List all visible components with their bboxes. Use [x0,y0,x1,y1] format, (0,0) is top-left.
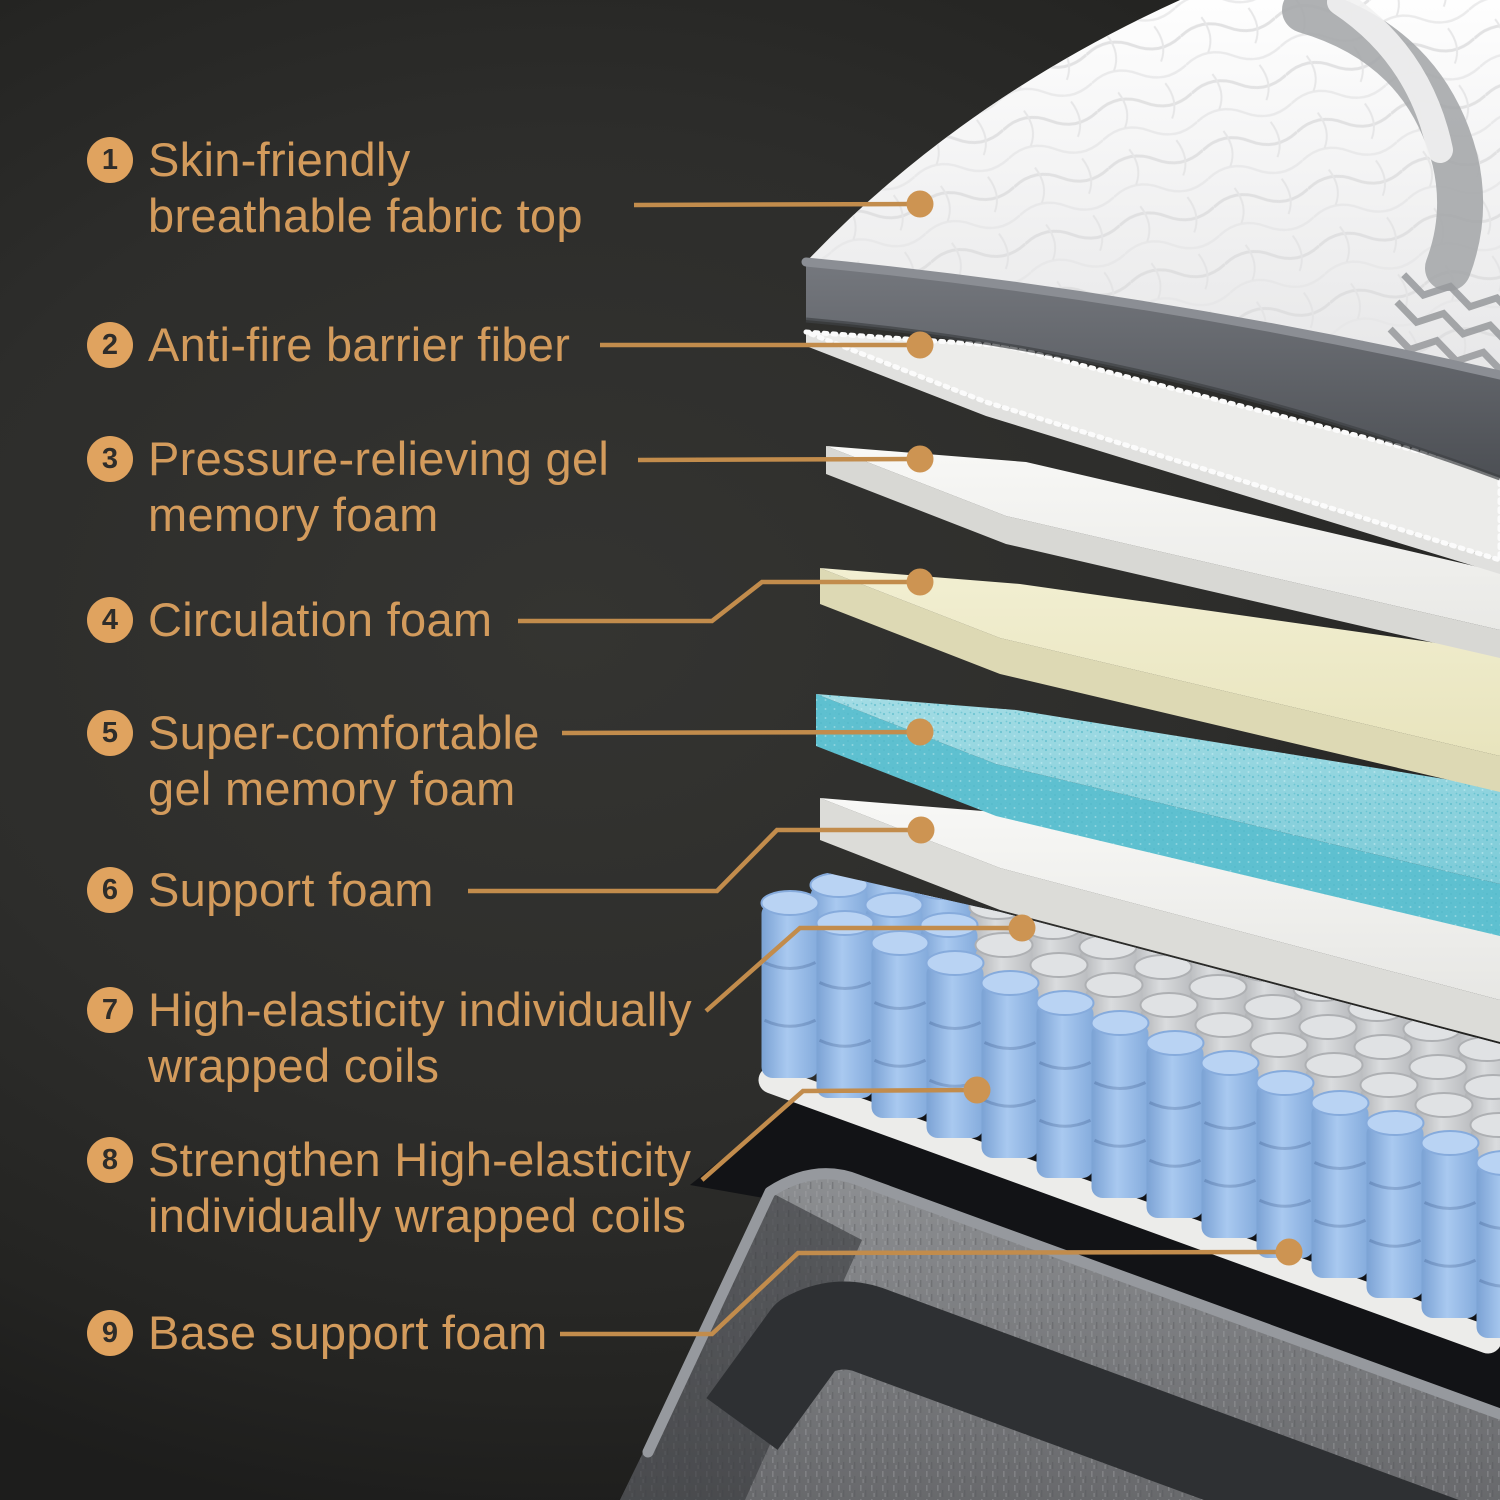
layer-label-2: Anti-fire barrier fiber [148,318,571,371]
quilt-piping [801,257,1500,380]
base-piping [642,1168,1500,1458]
fiber-fluffy-edge [805,329,1500,563]
quilt-side-band [806,262,1500,478]
number-badge-4: 4 [87,597,133,643]
number-badge-5: 5 [87,710,133,756]
pocket-coils [760,842,1500,1338]
white-gel-foam-layer [826,446,1500,658]
circulation-foam-layer [820,568,1500,792]
callout-6: 6 Support foam [87,862,434,918]
number-badge-2: 2 [87,322,133,368]
callout-9: 9 Base support foam [87,1305,548,1361]
layer-label-6: Support foam [148,863,434,916]
base-dark-band [706,1281,1459,1500]
layer-label-9: Base support foam [148,1306,548,1359]
base-encasement [620,1072,1500,1500]
support-foam-layer [820,798,1500,1042]
callout-4: 4 Circulation foam [87,592,492,648]
number-badge-8: 8 [87,1137,133,1183]
fiber-sheet-layer [805,329,1500,574]
leader-lines [468,190,1303,1337]
number-badge-7: 7 [87,987,133,1033]
callout-2: 2 Anti-fire barrier fiber [87,317,570,373]
number-badge-1: 1 [87,137,133,183]
number-badge-6: 6 [87,867,133,913]
base-left-face-shadow [620,1192,862,1500]
layer-label-4: Circulation foam [148,593,493,646]
quilted-top-layer [801,0,1500,481]
blue-gel-foam-layer [816,694,1500,936]
number-badge-3: 3 [87,436,133,482]
coil-unit-deck [758,1066,1500,1354]
number-badge-9: 9 [87,1310,133,1356]
